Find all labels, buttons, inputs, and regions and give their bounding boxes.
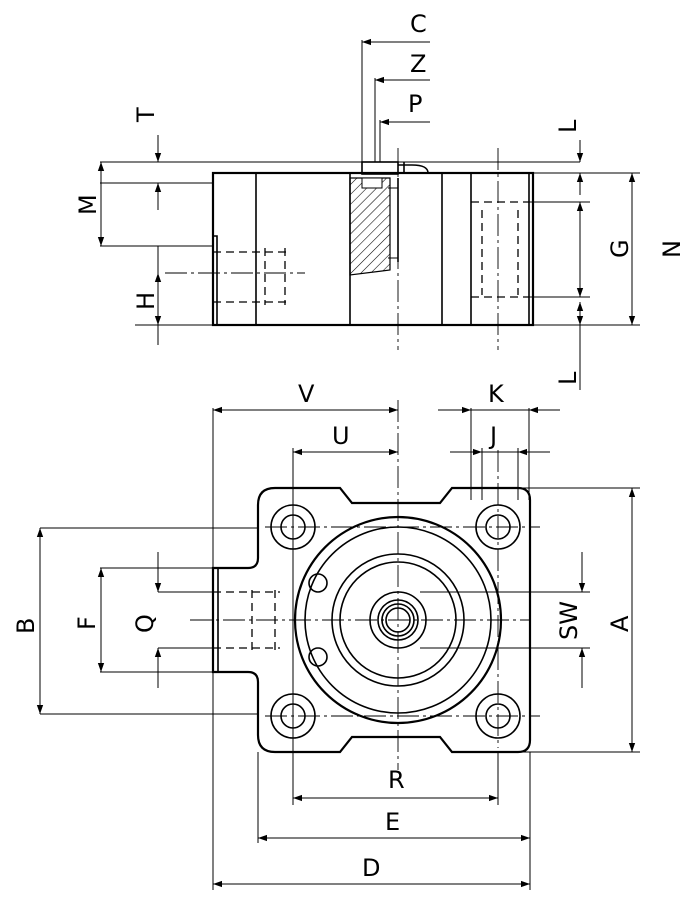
hatched-section — [349, 177, 391, 276]
label-b: B — [12, 618, 40, 634]
label-j: J — [488, 422, 497, 450]
label-k: K — [488, 380, 505, 408]
label-r: R — [388, 766, 405, 794]
label-u: U — [332, 422, 350, 450]
label-f: F — [73, 616, 101, 630]
label-t: T — [132, 107, 160, 123]
label-p: P — [408, 90, 422, 118]
front-body-outline — [211, 486, 532, 754]
label-n: N — [658, 240, 686, 258]
side-view: C Z P T M H L G N L — [74, 10, 686, 390]
side-body-outline — [211, 171, 535, 327]
label-v: V — [298, 380, 315, 408]
label-sw: SW — [555, 601, 583, 640]
label-g: G — [606, 239, 634, 258]
label-l-bottom: L — [554, 371, 582, 385]
front-view: V U K J B F Q SW A R E D — [12, 380, 640, 890]
label-q: Q — [131, 614, 159, 633]
label-c: C — [410, 10, 427, 38]
label-d: D — [362, 854, 380, 882]
label-m: M — [74, 194, 102, 215]
label-a: A — [606, 615, 634, 632]
label-z: Z — [410, 50, 426, 78]
label-e: E — [385, 808, 400, 836]
label-l-top: L — [554, 119, 582, 133]
label-h: H — [132, 292, 160, 310]
